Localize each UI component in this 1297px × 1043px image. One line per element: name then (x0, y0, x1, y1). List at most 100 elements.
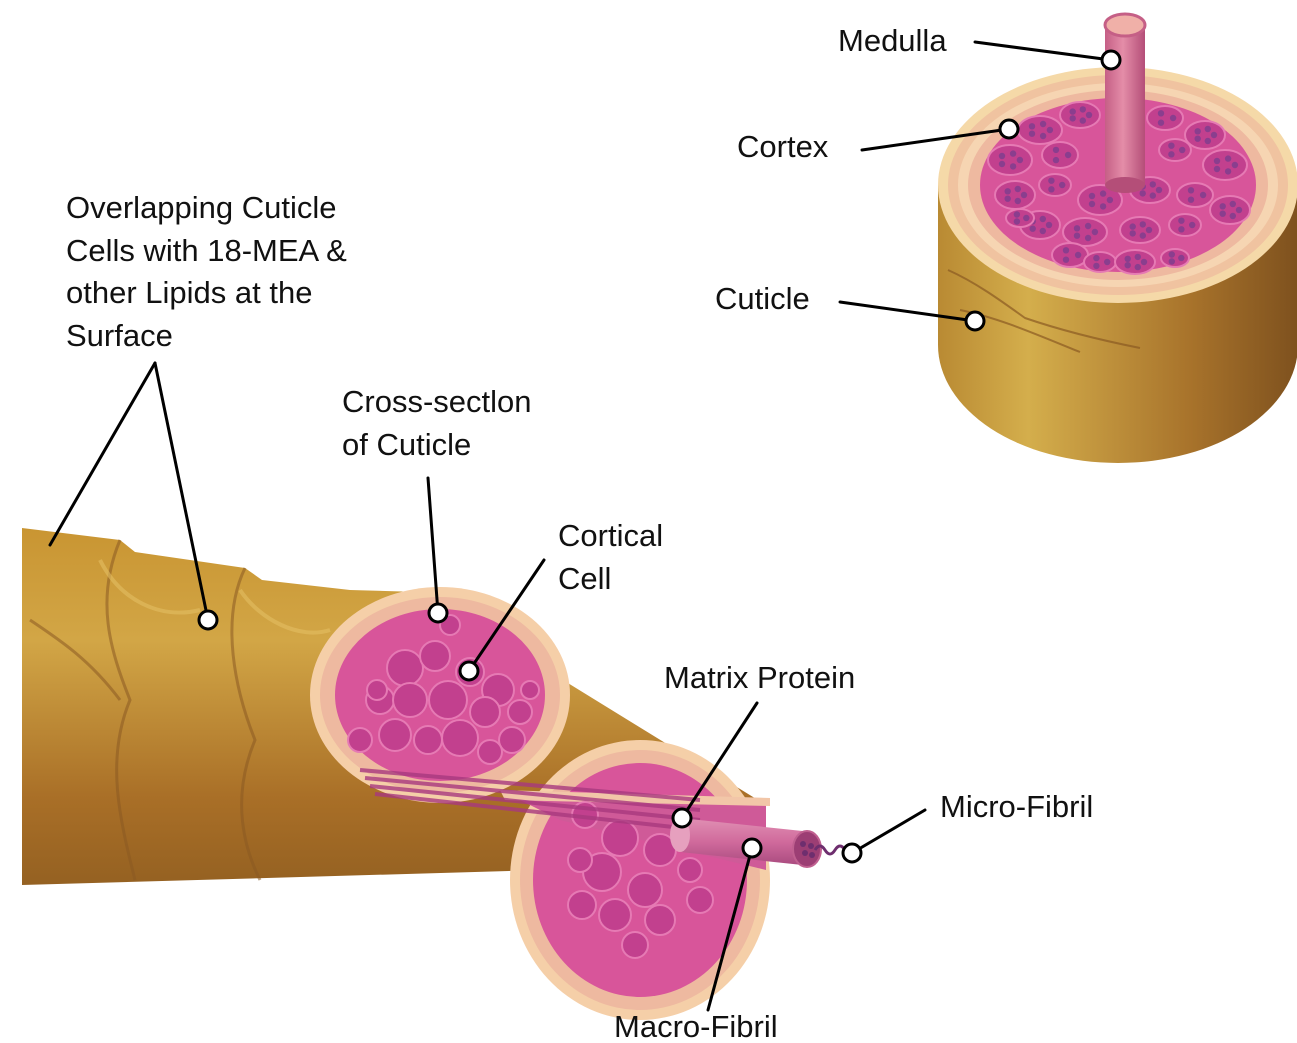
leader-medulla (975, 42, 1111, 60)
cortex-cell (1018, 116, 1062, 144)
granule (1015, 198, 1021, 204)
granule (1005, 196, 1011, 202)
granule (1048, 186, 1054, 192)
granule (1053, 147, 1059, 153)
granule (1225, 155, 1231, 161)
granule (1230, 213, 1236, 219)
granule (1030, 226, 1036, 232)
cortical-cell (420, 641, 450, 671)
label-cortical-cell-line-1: Cortical (558, 518, 663, 553)
dot-macro-fibril (743, 839, 761, 857)
label-macro-fibril: Macro-Fibril (614, 1009, 778, 1043)
leader-micro-fibril (852, 810, 925, 853)
granule (1130, 223, 1136, 229)
granule (1065, 152, 1071, 158)
cortex-cell (1084, 252, 1116, 272)
label-cortical-cell-line-2: Cell (558, 561, 611, 596)
label-overlapping-line-2: Cells with 18-MEA & (66, 233, 347, 268)
granule (1046, 222, 1052, 228)
granule (999, 161, 1005, 167)
granule (1220, 203, 1226, 209)
granule (1080, 117, 1086, 123)
dot-cross-section (429, 604, 447, 622)
granule (1017, 157, 1023, 163)
cortical-cell (393, 683, 427, 717)
granule (1169, 258, 1175, 264)
cortical-cell (414, 726, 442, 754)
cortical-cell (499, 727, 525, 753)
granule (1135, 254, 1141, 260)
granule (1023, 215, 1029, 221)
granule (1225, 168, 1231, 174)
granule (1070, 108, 1076, 114)
label-medulla: Medulla (838, 23, 947, 58)
granule (1178, 226, 1184, 232)
granule (1029, 131, 1035, 137)
granule (1021, 192, 1027, 198)
granule (1092, 229, 1098, 235)
cortical-cell (628, 873, 662, 907)
granule (1169, 251, 1175, 257)
granule (1053, 157, 1059, 163)
granule (1010, 150, 1016, 156)
granule (1040, 216, 1046, 222)
cortical-cell (678, 858, 702, 882)
cortical-cell (442, 720, 478, 756)
granule (1100, 190, 1106, 196)
granule (1107, 197, 1113, 203)
dot-cuticle (966, 312, 984, 330)
granule (999, 153, 1005, 159)
cortex-cell (995, 181, 1035, 209)
cortical-cell (387, 650, 423, 686)
granule (1014, 211, 1020, 217)
cortical-cell (622, 932, 648, 958)
granule (1074, 233, 1080, 239)
dot-micro-fibril (843, 844, 861, 862)
granule (1093, 255, 1099, 261)
hair-shaft (22, 528, 845, 1020)
cortical-cell (599, 899, 631, 931)
granule (1195, 128, 1201, 134)
granule (1100, 203, 1106, 209)
label-cross-section-line-1: Cross-sectlon (342, 384, 532, 419)
granule (1005, 188, 1011, 194)
cortical-cell (367, 680, 387, 700)
cortical-cell (429, 681, 467, 719)
granule (1188, 187, 1194, 193)
cortex-cell (988, 145, 1032, 175)
granule (1140, 232, 1146, 238)
granule (1104, 259, 1110, 265)
granule (1093, 263, 1099, 269)
cortex-cell (1161, 249, 1189, 267)
cortex-cell (1203, 150, 1247, 180)
granule (1075, 252, 1081, 258)
label-micro-fibril: Micro-Fibril (940, 789, 1093, 824)
granule (1232, 162, 1238, 168)
cortex-cell (1177, 183, 1213, 207)
granule (1048, 178, 1054, 184)
granule (1014, 218, 1020, 224)
granule (1211, 132, 1217, 138)
cortex-cell (1185, 121, 1225, 149)
granule (1040, 133, 1046, 139)
cortex-cell (1063, 218, 1107, 246)
granule (1188, 197, 1194, 203)
granule (1150, 181, 1156, 187)
granule (1070, 115, 1076, 121)
granule (1063, 247, 1069, 253)
granule (1141, 259, 1147, 265)
granule (1010, 163, 1016, 169)
granule (1085, 235, 1091, 241)
dot-medulla (1102, 51, 1120, 69)
granule (1170, 115, 1176, 121)
granule (1029, 123, 1035, 129)
granule (1214, 158, 1220, 164)
granule (1146, 227, 1152, 233)
cortex-cell (1039, 174, 1071, 196)
cortex-cell (1159, 139, 1191, 161)
dot-overlapping (199, 611, 217, 629)
granule (1158, 110, 1164, 116)
granule (1214, 166, 1220, 172)
cortex-cell (1115, 250, 1155, 274)
